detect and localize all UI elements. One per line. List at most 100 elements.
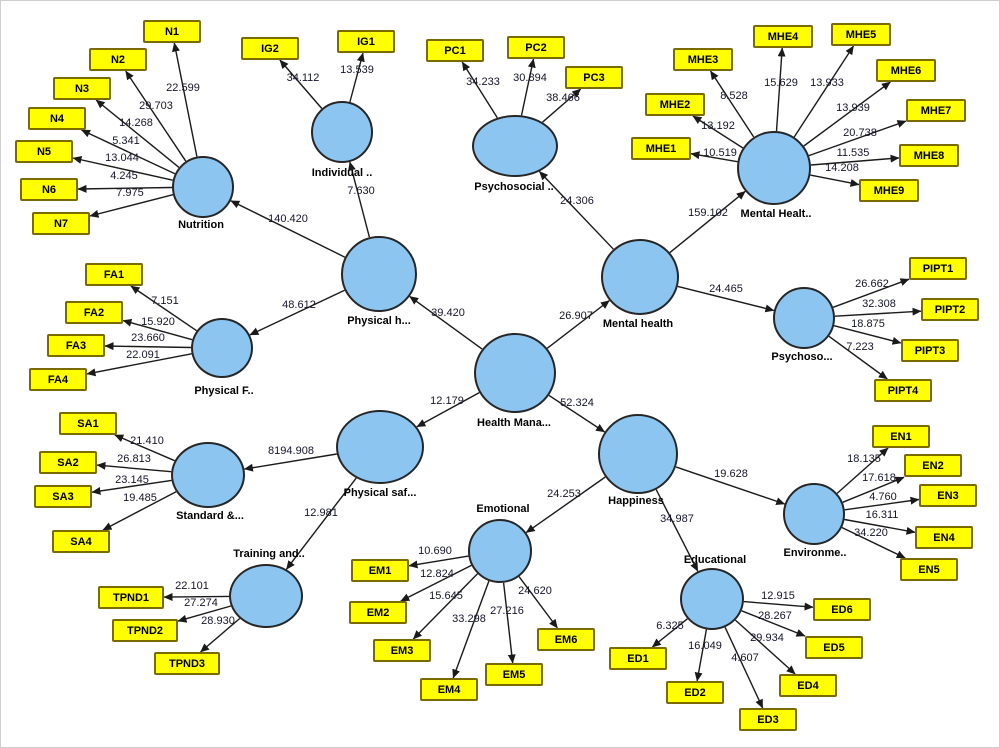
indicator-MHE8[interactable]: MHE8: [899, 144, 959, 167]
indicator-MHE3[interactable]: MHE3: [673, 48, 733, 71]
indicator-ED2[interactable]: ED2: [666, 681, 724, 704]
path-value-emotional-EM3: 15.645: [429, 590, 463, 602]
indicator-SA2[interactable]: SA2: [39, 451, 97, 474]
path-arrow-environme-EN3: [844, 496, 920, 511]
path-arrow-physicalf-FA3: [104, 342, 192, 351]
path-value-psychoso-PIPT2: 32.308: [862, 298, 896, 310]
latent-healthmana[interactable]: [474, 333, 556, 413]
indicator-MHE9[interactable]: MHE9: [859, 179, 919, 202]
path-arrow-emotional-EM5: [502, 582, 516, 664]
path-arrow-individual-IG2: [279, 59, 323, 109]
indicator-FA4[interactable]: FA4: [29, 368, 87, 391]
indicator-N4[interactable]: N4: [28, 107, 86, 130]
indicator-PIPT1[interactable]: PIPT1: [909, 257, 967, 280]
latent-environme[interactable]: [783, 483, 845, 545]
indicator-EN2[interactable]: EN2: [904, 454, 962, 477]
indicator-EN5[interactable]: EN5: [900, 558, 958, 581]
indicator-PIPT4[interactable]: PIPT4: [874, 379, 932, 402]
latent-happiness[interactable]: [598, 414, 678, 494]
indicator-FA3[interactable]: FA3: [47, 334, 105, 357]
latent-mentalhealth_e[interactable]: [737, 131, 811, 205]
path-value-healthmana-physicalh: 39.420: [431, 307, 465, 319]
indicator-ED4[interactable]: ED4: [779, 674, 837, 697]
latent-psychosocial[interactable]: [472, 115, 558, 177]
path-value-mentalhealth_e-MHE4: 15.629: [764, 77, 798, 89]
path-arrow-happiness-emotional: [525, 476, 606, 534]
latent-emotional[interactable]: [468, 519, 532, 583]
indicator-SA3[interactable]: SA3: [34, 485, 92, 508]
indicator-N1[interactable]: N1: [143, 20, 201, 43]
latent-standard[interactable]: [171, 442, 245, 508]
indicator-N7[interactable]: N7: [32, 212, 90, 235]
indicator-SA1[interactable]: SA1: [59, 412, 117, 435]
indicator-PC3[interactable]: PC3: [565, 66, 623, 89]
indicator-EM4[interactable]: EM4: [420, 678, 478, 701]
indicator-ED1[interactable]: ED1: [609, 647, 667, 670]
indicator-EN4[interactable]: EN4: [915, 526, 973, 549]
path-arrow-educational-ED5: [741, 610, 806, 637]
path-value-standard-SA4: 19.485: [123, 492, 157, 504]
path-value-emotional-EM4: 33.298: [452, 613, 486, 625]
indicator-PIPT3[interactable]: PIPT3: [901, 339, 959, 362]
path-value-psychoso-PIPT3: 18.875: [851, 318, 885, 330]
indicator-EM3[interactable]: EM3: [373, 639, 431, 662]
latent-physicalf[interactable]: [191, 318, 253, 378]
indicator-ED5[interactable]: ED5: [805, 636, 863, 659]
indicator-FA1[interactable]: FA1: [85, 263, 143, 286]
latent-nutrition[interactable]: [172, 156, 234, 218]
latent-physicalsaf[interactable]: [336, 410, 424, 484]
latent-educational[interactable]: [680, 568, 744, 630]
indicator-IG2[interactable]: IG2: [241, 37, 299, 60]
path-arrow-nutrition-N6: [77, 184, 173, 193]
path-arrow-mentalhealth-mentalhealth_e: [669, 190, 746, 254]
path-arrow-physicalf-FA4: [86, 353, 192, 377]
indicator-MHE5[interactable]: MHE5: [831, 23, 891, 46]
path-value-nutrition-N6: 4.245: [110, 170, 138, 182]
indicator-N2[interactable]: N2: [89, 48, 147, 71]
path-value-mentalhealth_e-MHE1: 10.519: [703, 147, 737, 159]
indicator-EM6[interactable]: EM6: [537, 628, 595, 651]
latent-label-mentalhealth_e: Mental Healt..: [740, 208, 812, 220]
latent-physicalh[interactable]: [341, 236, 417, 312]
latent-psychoso[interactable]: [773, 287, 835, 349]
path-value-psychosocial-PC1: 34.233: [466, 76, 500, 88]
path-arrow-physicalh-individual: [348, 161, 371, 238]
indicator-MHE6[interactable]: MHE6: [876, 59, 936, 82]
indicator-TPND3[interactable]: TPND3: [154, 652, 220, 675]
indicator-EN1[interactable]: EN1: [872, 425, 930, 448]
indicator-EN3[interactable]: EN3: [919, 484, 977, 507]
indicator-N5[interactable]: N5: [15, 140, 73, 163]
path-value-educational-ED4: 29.934: [750, 632, 784, 644]
indicator-TPND2[interactable]: TPND2: [112, 619, 178, 642]
indicator-EM1[interactable]: EM1: [351, 559, 409, 582]
path-arrow-mentalhealth_e-MHE1: [690, 151, 738, 163]
path-value-physicalf-FA2: 15.920: [141, 316, 175, 328]
indicator-PIPT2[interactable]: PIPT2: [921, 298, 979, 321]
path-value-mentalhealth_e-MHE7: 20.738: [843, 127, 877, 139]
indicator-MHE4[interactable]: MHE4: [753, 25, 813, 48]
indicator-EM5[interactable]: EM5: [485, 663, 543, 686]
latent-individual[interactable]: [311, 101, 373, 163]
indicator-SA4[interactable]: SA4: [52, 530, 110, 553]
indicator-PC2[interactable]: PC2: [507, 36, 565, 59]
indicator-IG1[interactable]: IG1: [337, 30, 395, 53]
path-arrow-physicalf-FA1: [130, 285, 197, 332]
path-arrow-emotional-EM3: [412, 573, 478, 640]
indicator-MHE2[interactable]: MHE2: [645, 93, 705, 116]
indicator-TPND1[interactable]: TPND1: [98, 586, 164, 609]
path-value-physicalf-FA3: 23.660: [131, 332, 165, 344]
indicator-FA2[interactable]: FA2: [65, 301, 123, 324]
indicator-ED3[interactable]: ED3: [739, 708, 797, 731]
indicator-MHE1[interactable]: MHE1: [631, 137, 691, 160]
indicator-ED6[interactable]: ED6: [813, 598, 871, 621]
indicator-N6[interactable]: N6: [20, 178, 78, 201]
path-value-nutrition-N7: 7.975: [116, 187, 144, 199]
indicator-N3[interactable]: N3: [53, 77, 111, 100]
indicator-PC1[interactable]: PC1: [426, 39, 484, 62]
path-value-individual-IG1: 13.539: [340, 64, 374, 76]
latent-training[interactable]: [229, 564, 303, 628]
latent-mentalhealth[interactable]: [601, 239, 679, 315]
indicator-MHE7[interactable]: MHE7: [906, 99, 966, 122]
indicator-EM2[interactable]: EM2: [349, 601, 407, 624]
